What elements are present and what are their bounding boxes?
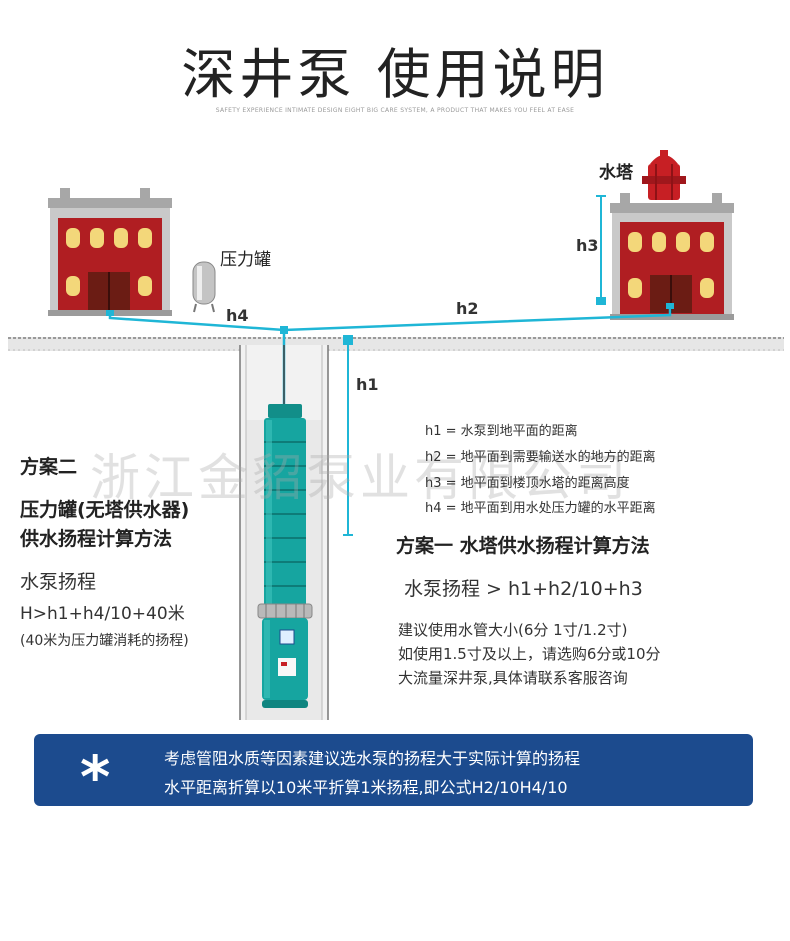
plan2-formula: H>h1+h4/10+40米 [20, 604, 185, 624]
right-building [610, 193, 734, 320]
legend-h1: h1 = 水泵到地平面的距离 [425, 424, 578, 439]
legend-h4: h4 = 地平面到用水处压力罐的水平距离 [425, 501, 656, 516]
pressure-tank-label: 压力罐 [220, 250, 271, 270]
left-building [48, 188, 172, 316]
notice-box [34, 734, 753, 806]
plan2-head-label: 水泵扬程 [20, 571, 97, 593]
plan2-note: (40米为压力罐消耗的扬程) [20, 633, 189, 649]
pipe-joints [106, 303, 674, 334]
notice-line2: 水平距离折算以10米平折算1米扬程,即公式H2/10H4/10 [164, 778, 568, 797]
water-pipes [108, 305, 672, 405]
ground-surface [8, 337, 784, 351]
h2-label: h2 [456, 299, 479, 318]
plan2-title-line1: 压力罐(无塔供水器) [20, 499, 190, 521]
h4-label: h4 [226, 306, 249, 325]
pressure-tank [192, 261, 216, 313]
legend-h3: h3 = 地平面到楼顶水塔的距离高度 [425, 476, 630, 491]
plan2-title-line2: 供水扬程计算方法 [20, 528, 173, 550]
plan1-formula: 水泵扬程 > h1+h2/10+h3 [404, 578, 643, 600]
plan1-advice-line2: 如使用1.5寸及以上，请选购6分或10分 [398, 645, 661, 663]
dimension-markers [343, 195, 606, 536]
asterisk-icon: * [80, 743, 111, 811]
plan1-advice-line3: 大流量深井泵,具体请联系客服咨询 [398, 669, 628, 687]
submersible-pump [257, 345, 313, 708]
page-title: 深井泵 使用说明 [181, 43, 609, 106]
plan1-advice-line1: 建议使用水管大小(6分 1寸/1.2寸) [398, 621, 628, 639]
plan2-heading: 方案二 [20, 456, 78, 478]
well-pump-scene [8, 150, 784, 720]
legend-h2: h2 = 地平面到需要输送水的地方的距离 [425, 450, 656, 465]
page-subtitle: SAFETY EXPERIENCE INTIMATE DESIGN EIGHT … [215, 107, 575, 114]
h3-label: h3 [576, 236, 599, 255]
water-tower [642, 150, 686, 200]
water-tower-label: 水塔 [599, 163, 633, 183]
plan1-title: 方案一 水塔供水扬程计算方法 [396, 535, 650, 557]
h1-label: h1 [356, 375, 379, 394]
notice-line1: 考虑管阻水质等因素建议选水泵的扬程大于实际计算的扬程 [164, 749, 581, 768]
